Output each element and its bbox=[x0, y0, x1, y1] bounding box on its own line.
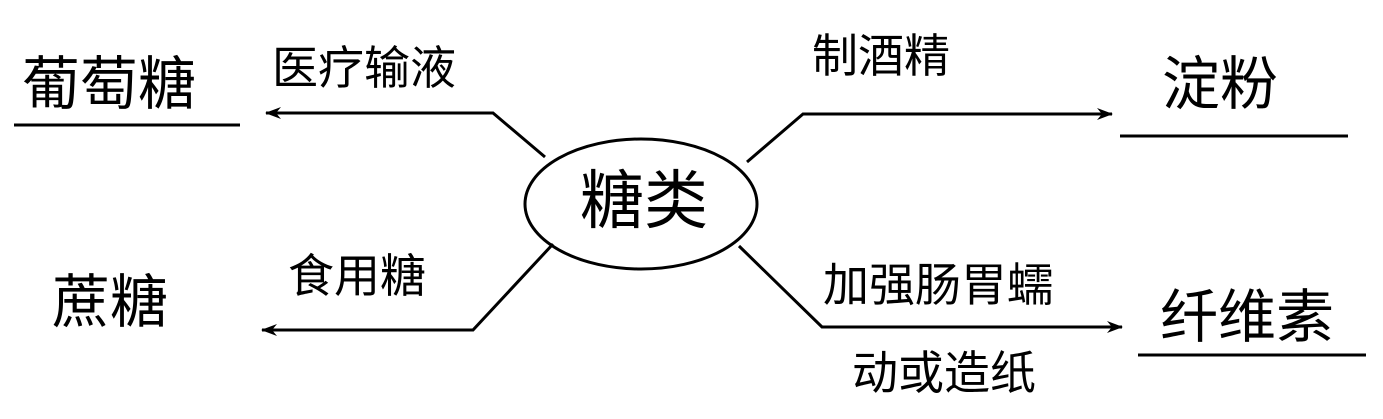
center-label: 糖类 bbox=[580, 165, 708, 239]
arrow-to-sucrose bbox=[261, 242, 555, 336]
glucose-label: 葡萄糖 bbox=[22, 50, 197, 118]
arrow-to-cellulose bbox=[737, 244, 1123, 333]
starch-use-label: 制酒精 bbox=[812, 29, 950, 83]
sucrose-label: 蔗糖 bbox=[52, 268, 169, 336]
center-ellipse bbox=[523, 137, 759, 271]
cellulose-use-label-line2: 动或造纸 bbox=[852, 346, 1036, 400]
arrow-to-starch bbox=[746, 108, 1113, 164]
cellulose-use-label-line1: 加强肠胃蠕 bbox=[823, 258, 1053, 312]
sucrose-use-label: 食用糖 bbox=[288, 249, 426, 303]
arrow-to-glucose bbox=[265, 107, 546, 159]
glucose-use-label: 医疗输液 bbox=[272, 41, 456, 95]
starch-label: 淀粉 bbox=[1162, 50, 1279, 118]
cellulose-label: 纤维素 bbox=[1160, 283, 1335, 351]
